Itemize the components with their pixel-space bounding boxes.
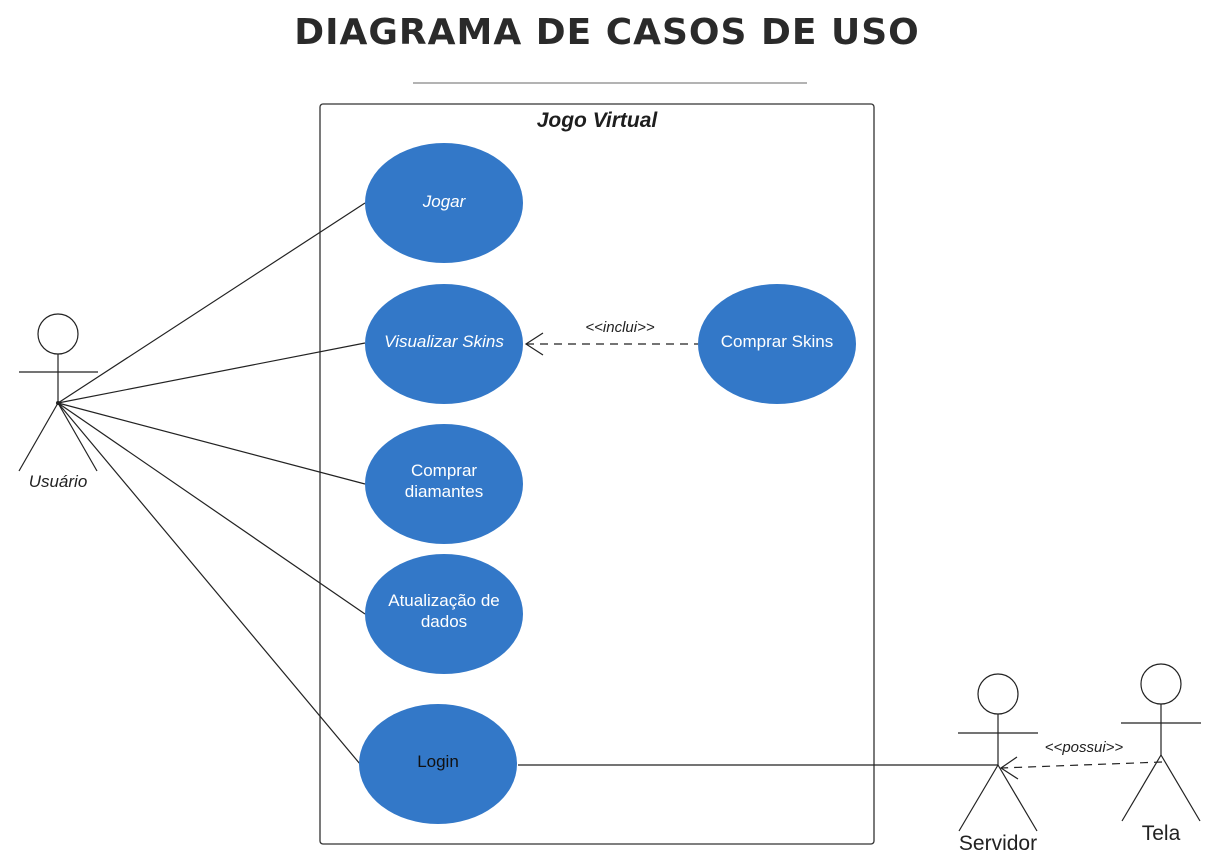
assoc-usuario-comprar-diamantes[interactable] — [57, 402, 366, 485]
use-case-login[interactable]: Login — [359, 704, 517, 824]
use-case-atualizacao-dados[interactable]: Atualização de dados — [365, 554, 523, 674]
possui-relationship[interactable]: <<possui>> — [999, 739, 1163, 780]
use-case-shape — [365, 554, 523, 674]
assoc-usuario-login[interactable] — [57, 402, 361, 765]
use-case-comprar-diamantes[interactable]: Comprar diamantes — [365, 424, 523, 544]
actor-leg-left — [1121, 754, 1162, 822]
use-case-label: Jogar — [422, 192, 467, 211]
use-case-label-line-2: diamantes — [405, 482, 483, 501]
actor-servidor[interactable]: Servidor — [958, 673, 1038, 855]
actor-head — [1140, 663, 1182, 705]
assoc-usuario-jogar[interactable] — [57, 202, 366, 404]
possui-dashed-line — [1000, 761, 1163, 769]
use-case-shape — [365, 284, 523, 404]
system-boundary[interactable] — [319, 103, 875, 845]
use-case-shape — [365, 424, 523, 544]
use-case-comprar-skins[interactable]: Comprar Skins — [698, 284, 856, 404]
use-case-shape — [359, 704, 517, 824]
actor-label: Usuário — [29, 472, 88, 491]
actor-label: Tela — [1142, 822, 1181, 845]
actor-leg-right — [57, 402, 98, 472]
actor-leg-right — [997, 764, 1038, 832]
use-case-visualizar-skins[interactable]: Visualizar Skins — [365, 284, 523, 404]
actor-tela[interactable]: Tela — [1121, 663, 1201, 845]
use-case-label-line-2: dados — [421, 612, 467, 631]
actor-leg-left — [18, 402, 59, 472]
assoc-usuario-visualizar-skins[interactable] — [57, 342, 366, 404]
use-case-label: Comprar Skins — [721, 332, 833, 351]
actor-head — [977, 673, 1019, 715]
actor-hub — [56, 401, 60, 405]
assoc-usuario-atualizacao-dados[interactable] — [57, 402, 366, 615]
use-case-shape — [365, 143, 523, 263]
use-case-shape — [698, 284, 856, 404]
system-name: Jogo Virtual — [537, 109, 659, 132]
use-case-label: Visualizar Skins — [384, 332, 504, 351]
actor-head — [37, 313, 79, 355]
include-relationship[interactable]: <<inclui>> — [524, 319, 698, 356]
use-case-label-line-1: Comprar — [411, 461, 477, 480]
usuario-associations — [57, 202, 366, 765]
diagram-title: DIAGRAMA DE CASOS DE USO — [294, 12, 920, 53]
possui-stereotype: <<possui>> — [1045, 739, 1124, 756]
use-case-label: Login — [417, 752, 459, 771]
possui-arrowhead — [999, 756, 1019, 780]
actor-leg-left — [958, 764, 999, 832]
actor-leg-right — [1160, 754, 1201, 822]
include-stereotype: <<inclui>> — [585, 319, 654, 336]
actor-usuario[interactable]: Usuário — [18, 313, 98, 491]
use-case-label-line-1: Atualização de — [388, 591, 500, 610]
actor-label: Servidor — [959, 832, 1037, 855]
include-arrowhead — [524, 332, 544, 356]
use-case-jogar[interactable]: Jogar — [365, 143, 523, 263]
